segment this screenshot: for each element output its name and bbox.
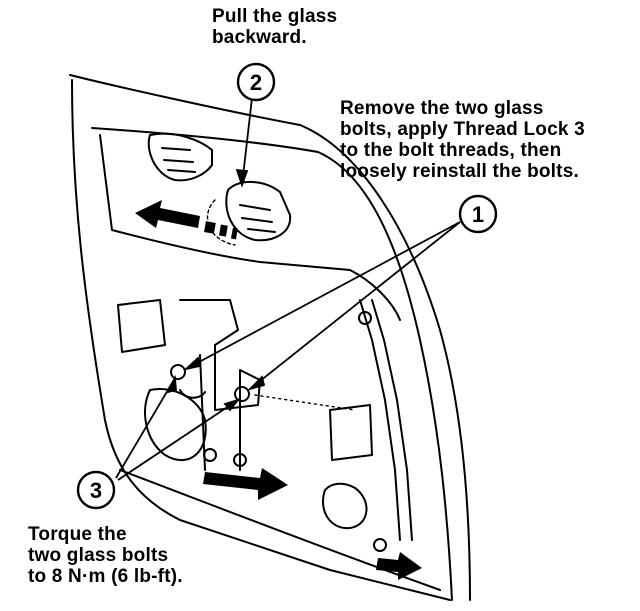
access-hole-left [117,299,166,353]
door-inner-panel [99,134,401,321]
pull-arrow-icon [135,200,200,228]
door-frame-outer [69,74,471,601]
callout-1: 1 [458,194,498,234]
svg-text:2: 2 [250,70,262,95]
svg-text:1: 1 [472,202,484,227]
glass-outline [206,199,236,246]
door-frame-inner [91,127,453,601]
remove-bolts-note: Remove the two glass bolts, apply Thread… [340,98,585,182]
access-hole-right [329,404,373,461]
hand-upper [147,132,213,182]
glass-bracket [179,299,261,471]
hand-lower [225,181,292,242]
callout-3: 3 [76,470,116,510]
svg-text:3: 3 [90,478,102,503]
down-arrow-icon [203,468,288,500]
door-panel-edge [71,79,451,601]
pull-glass-note: Pull the glass backward. [212,6,338,48]
callout-2: 2 [236,62,276,102]
down-arrow-icon-2 [376,552,422,580]
torque-note: Torque the two glass bolts to 8 N·m (6 l… [28,524,183,587]
glass-run-channel [359,299,401,541]
